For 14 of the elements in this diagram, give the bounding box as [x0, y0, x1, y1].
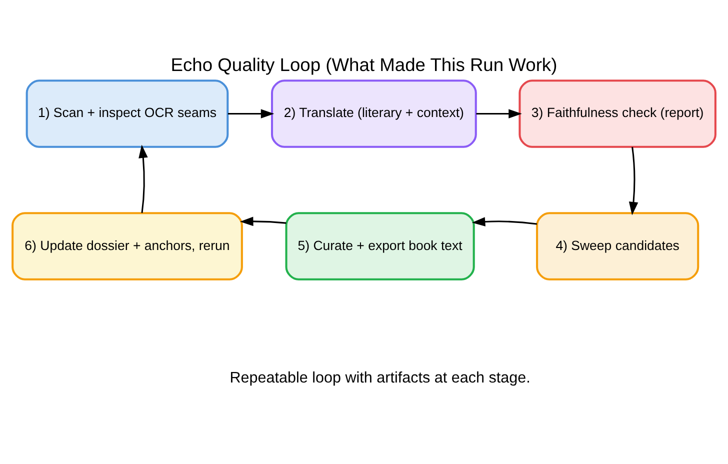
node-box: 1) Scan + inspect OCR seams [26, 80, 229, 148]
arrow [476, 109, 522, 118]
node-box: 4) Sweep candidates [536, 212, 700, 280]
node-box: 2) Translate (literary + context) [270, 80, 477, 148]
arrow [628, 146, 638, 216]
node-box: 5) Curate + export book text [285, 212, 475, 280]
diagram-title: Echo Quality Loop (What Made This Run Work) [170, 54, 558, 75]
arrow [240, 216, 286, 226]
caption: Repeatable loop with artifacts at each stage. [230, 369, 530, 386]
node-box: 3) Faithfulness check (report) [518, 80, 716, 148]
node-box: 6) Update dossier + anchors, rerun [12, 212, 243, 280]
arrow [228, 109, 274, 118]
arrow [472, 217, 538, 226]
arrow [138, 144, 148, 214]
